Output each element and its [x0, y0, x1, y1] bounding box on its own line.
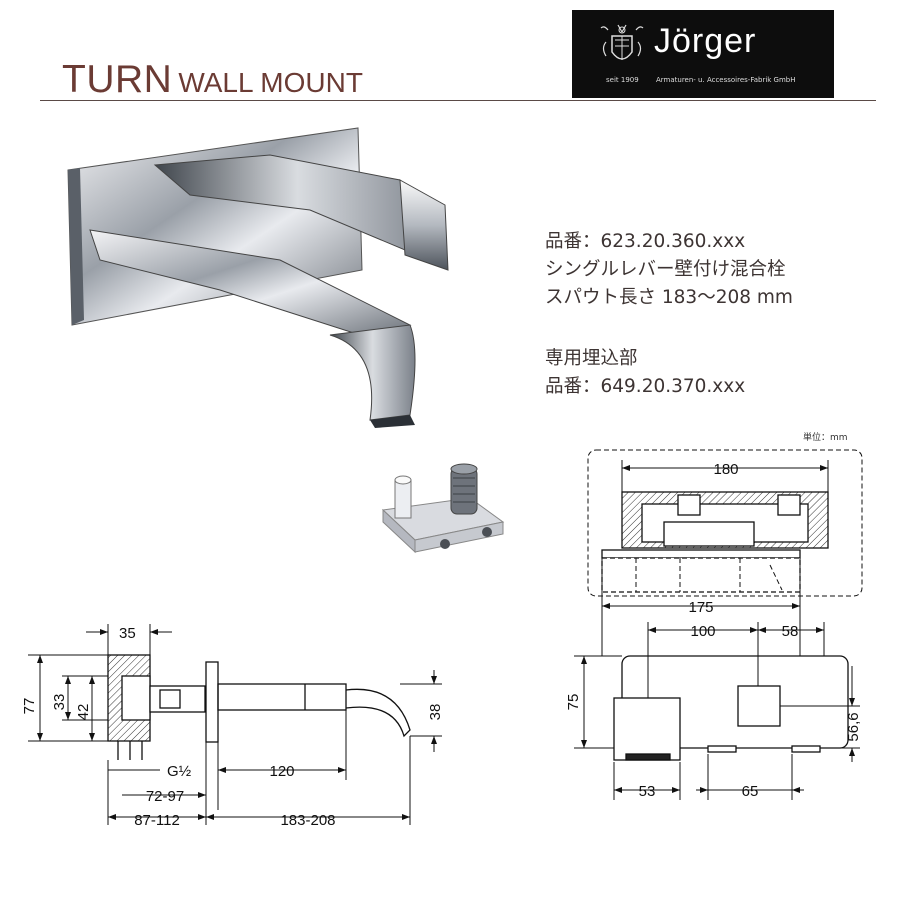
spec-description: シングルレバー壁付け混合栓 — [545, 259, 786, 280]
dim-100: 100 — [690, 623, 715, 640]
dim-65: 65 — [742, 783, 759, 800]
spec-spout-length: スパウト長さ 183〜208 mm — [545, 287, 793, 308]
dim-g-half: G½ — [167, 763, 192, 780]
dim-175: 175 — [688, 599, 713, 616]
dim-42: 42 — [75, 704, 92, 721]
logo-since: seit 1909 — [606, 76, 639, 84]
side-view-drawing: 35 77 33 42 38 G½ 120 72-97 87-112 183-2… — [21, 624, 444, 829]
dim-58: 58 — [782, 623, 799, 640]
dim-53: 53 — [639, 783, 656, 800]
spec-rough-in-title: 専用埋込部 — [545, 348, 638, 369]
dim-72-97: 72-97 — [146, 788, 184, 805]
brand-logo: Jörger seit 1909 Armaturen- u. Accessoir… — [572, 10, 834, 98]
rough-in-valve-image — [381, 463, 505, 554]
spec-rough-in-number: 品番：649.20.370.xxx — [545, 376, 746, 397]
dim-35: 35 — [119, 625, 136, 642]
header-rule — [40, 100, 876, 101]
unit-note: 単位：mm — [803, 433, 848, 443]
dim-75: 75 — [565, 694, 582, 711]
dim-33: 33 — [51, 694, 68, 711]
title-main: TURN — [62, 58, 173, 101]
dim-120: 120 — [269, 763, 294, 780]
logo-wordmark: Jörger — [654, 22, 757, 60]
spec-product-number: 品番：623.20.360.xxx — [545, 231, 746, 252]
crest-icon — [600, 24, 644, 60]
dim-87-112: 87-112 — [134, 812, 180, 829]
dim-38: 38 — [427, 704, 444, 721]
dim-183-208: 183-208 — [280, 812, 335, 829]
dim-56-6: 56,6 — [845, 712, 862, 741]
dim-77: 77 — [21, 698, 38, 715]
dim-180: 180 — [713, 461, 738, 478]
logo-tagline: Armaturen- u. Accessoires-Fabrik GmbH — [656, 76, 796, 84]
title-sub: WALL MOUNT — [178, 67, 363, 98]
front-view-drawing: 180 175 100 58 75 56,6 53 65 — [565, 449, 863, 800]
faucet-image — [67, 127, 449, 428]
